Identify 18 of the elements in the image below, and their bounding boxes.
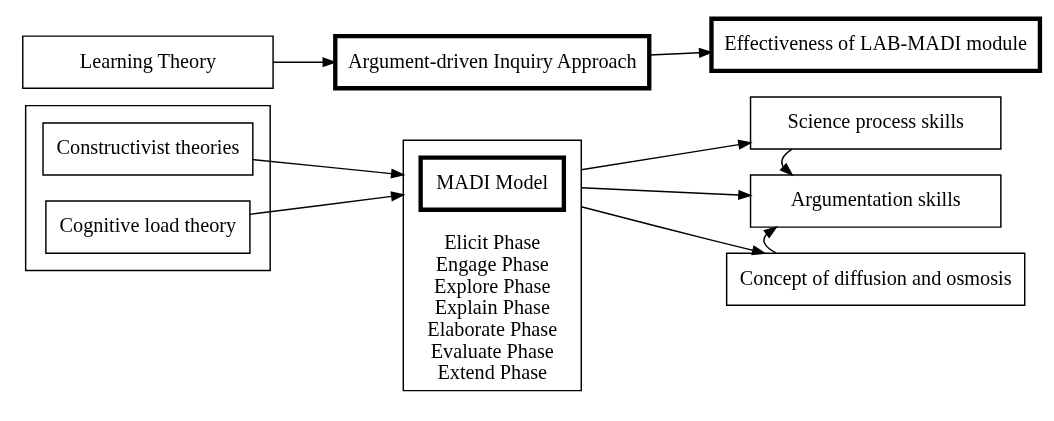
arrow: [763, 225, 778, 254]
arrow: [580, 206, 767, 256]
node-box: Argumentation skills: [749, 174, 1002, 228]
node-box: Effectiveness of LAB-MADI module: [709, 16, 1043, 74]
arrow: [580, 187, 753, 200]
node-box: Cognitive load theory: [45, 200, 251, 254]
node-box: MADI Model: [418, 155, 567, 212]
node-box: Argument-driven Inquiry Approach: [333, 34, 652, 91]
node-box: Concept of diffusion and osmosis: [725, 252, 1026, 306]
arrow: [779, 148, 794, 177]
arrow: [272, 57, 337, 68]
node-box: Constructivist theories: [42, 122, 254, 176]
arrow: [249, 191, 406, 216]
node-box: Learning Theory: [22, 35, 274, 89]
node-box: Science process skills: [749, 96, 1002, 150]
arrow: [580, 139, 753, 171]
cluster: [24, 104, 271, 272]
arrow: [252, 158, 406, 179]
